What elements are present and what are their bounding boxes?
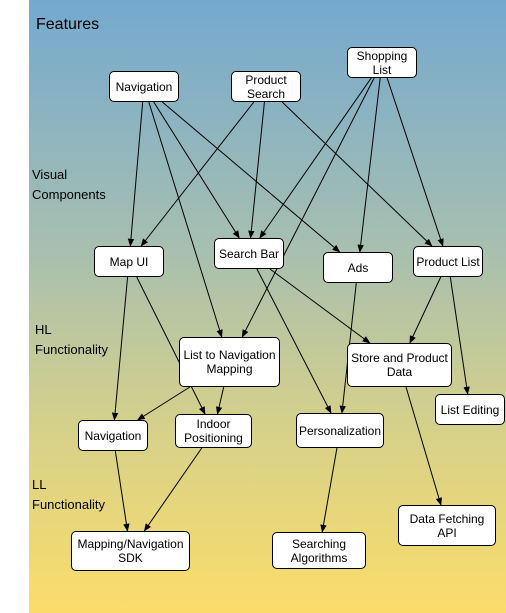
edge-shopping_list-to-list_to_nav_mapping	[241, 77, 375, 338]
edge-store_product_data-to-data_fetching_api	[405, 386, 442, 506]
edge-navigation_feature-to-ads	[162, 101, 341, 253]
node-mapping-navigation-sdk[interactable]: Mapping/Navigation SDK	[71, 531, 190, 571]
edge-product_search-to-search_bar	[248, 101, 265, 239]
edge-navigation_feature-to-list_to_nav_mapping	[148, 101, 223, 338]
edge-map_ui-to-indoor_positioning	[136, 276, 206, 415]
edge-product_search-to-map_ui	[140, 101, 255, 247]
layer-label-hl: HL Functionality	[35, 322, 108, 357]
node-data-fetching-api[interactable]: Data Fetching API	[398, 505, 496, 546]
edge-list_to_nav_mapping-to-navigation_hl	[136, 386, 191, 421]
edge-navigation_hl-to-mapping_sdk	[114, 450, 130, 532]
node-store-and-product-data[interactable]: Store and Product Data	[347, 343, 452, 387]
node-navigation-feature[interactable]: Navigation	[109, 71, 179, 102]
node-navigation-hl[interactable]: Navigation	[78, 420, 148, 451]
edge-shopping_list-to-ads	[357, 77, 381, 253]
node-list-editing[interactable]: List Editing	[435, 394, 505, 425]
node-ads[interactable]: Ads	[323, 252, 393, 283]
edge-list_to_nav_mapping-to-indoor_positioning	[215, 386, 225, 415]
node-searching-algorithms[interactable]: Searching Algorithms	[272, 532, 366, 569]
edge-navigation_feature-to-map_ui	[127, 101, 144, 247]
layer-label-visual: Visual Components	[32, 167, 106, 202]
edge-product_search-to-product_list	[281, 101, 433, 247]
diagram-title: Features	[36, 16, 100, 33]
node-search-bar[interactable]: Search Bar	[214, 238, 284, 269]
node-personalization[interactable]: Personalization	[296, 413, 384, 448]
edge-personalization-to-searching_algorithms	[320, 447, 338, 533]
edge-search_bar-to-store_product_data	[269, 268, 371, 344]
edge-product_list-to-list_editing	[449, 276, 470, 395]
node-map-ui[interactable]: Map UI	[94, 246, 164, 277]
node-shopping-list[interactable]: Shopping List	[347, 47, 417, 78]
layer-label-ll: LL Functionality	[32, 477, 105, 512]
node-product-list[interactable]: Product List	[413, 246, 483, 277]
edge-product_list-to-store_product_data	[409, 276, 442, 344]
edge-navigation_feature-to-search_bar	[153, 101, 240, 239]
node-list-to-navigation-mapping[interactable]: List to Navigation Mapping	[179, 337, 280, 387]
edge-shopping_list-to-search_bar	[259, 77, 372, 239]
edge-search_bar-to-personalization	[256, 268, 332, 414]
node-product-search[interactable]: Product Search	[231, 71, 301, 102]
edge-indoor_positioning-to-mapping_sdk	[143, 447, 203, 532]
edge-shopping_list-to-product_list	[386, 77, 444, 247]
edge-map_ui-to-navigation_hl	[111, 276, 129, 421]
node-indoor-positioning[interactable]: Indoor Positioning	[175, 414, 252, 448]
